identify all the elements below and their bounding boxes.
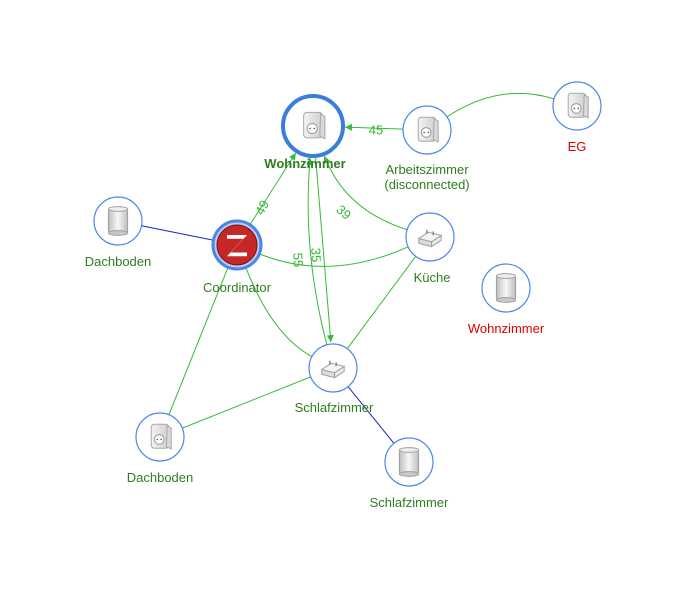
node-dachboden-plug[interactable]: Dachboden [127, 412, 194, 485]
node-arbeitszimmer-plug[interactable]: Arbeitszimmer(disconnected) [384, 105, 470, 192]
smart-plug-icon [417, 116, 439, 143]
node-label: Schlafzimmer [295, 400, 374, 415]
node-schlafzimmer-adapter[interactable]: Schlafzimmer [295, 343, 374, 415]
motion-sensor-icon [398, 447, 420, 477]
link-coordinator-to-schlafzimmer-adapter [245, 267, 313, 358]
link-quality-label: 39 [333, 202, 354, 223]
link-kueche-adapter-to-schlafzimmer-adapter [346, 255, 417, 350]
node-kueche-adapter[interactable]: Küche [405, 212, 455, 285]
node-label: Dachboden [127, 470, 194, 485]
link-quality-label: 49 [252, 198, 272, 218]
smart-plug-icon [150, 423, 172, 450]
link-wohnzimmer-plug-to-schlafzimmer-adapter [314, 155, 334, 343]
link-quality-label: 45 [369, 122, 383, 137]
link-dachboden-plug-to-schlafzimmer-adapter [182, 376, 311, 429]
node-label: Arbeitszimmer [385, 162, 469, 177]
node-status-label: (disconnected) [384, 177, 469, 192]
node-label: Küche [414, 270, 451, 285]
node-dachboden-sensor[interactable]: Dachboden [85, 196, 152, 269]
motion-sensor-icon [107, 206, 129, 236]
link-quality-label: 35 [308, 247, 323, 262]
link-coordinator-to-kueche-adapter [259, 246, 409, 267]
node-label: Coordinator [203, 280, 272, 295]
link-schlafzimmer-adapter-to-wohnzimmer-plug [306, 157, 328, 345]
node-wohnzimmer-plug[interactable]: Wohnzimmer [264, 94, 346, 171]
motion-sensor-icon [495, 273, 517, 303]
link-schlafzimmer-adapter-to-schlafzimmer-sensor [347, 386, 395, 444]
node-eg-plug[interactable]: EG [552, 81, 602, 154]
node-label: EG [568, 139, 587, 154]
plug-adapter-icon [417, 229, 443, 248]
link-coordinator-to-dachboden-plug [168, 267, 229, 415]
link-arbeitszimmer-plug-to-wohnzimmer-plug [344, 123, 404, 131]
node-coordinator[interactable]: Coordinator [203, 219, 272, 295]
smart-plug-icon [567, 92, 589, 119]
zigbee-logo-icon [216, 224, 258, 266]
node-schlafzimmer-sensor[interactable]: Schlafzimmer [370, 437, 449, 510]
smart-plug-icon [303, 111, 326, 140]
node-label: Dachboden [85, 254, 152, 269]
node-label: Wohnzimmer [468, 321, 545, 336]
node-label: Wohnzimmer [264, 156, 345, 171]
link-eg-plug-to-arbeitszimmer-plug [446, 92, 555, 118]
link-quality-label: 55 [290, 252, 305, 267]
plug-adapter-icon [320, 360, 346, 379]
link-coordinator-to-wohnzimmer-plug [249, 152, 297, 226]
node-label: Schlafzimmer [370, 495, 449, 510]
link-kueche-adapter-to-wohnzimmer-plug [323, 155, 408, 231]
node-wohnzimmer-sensor[interactable]: Wohnzimmer [468, 263, 545, 336]
link-dachboden-sensor-to-coordinator [141, 225, 214, 241]
